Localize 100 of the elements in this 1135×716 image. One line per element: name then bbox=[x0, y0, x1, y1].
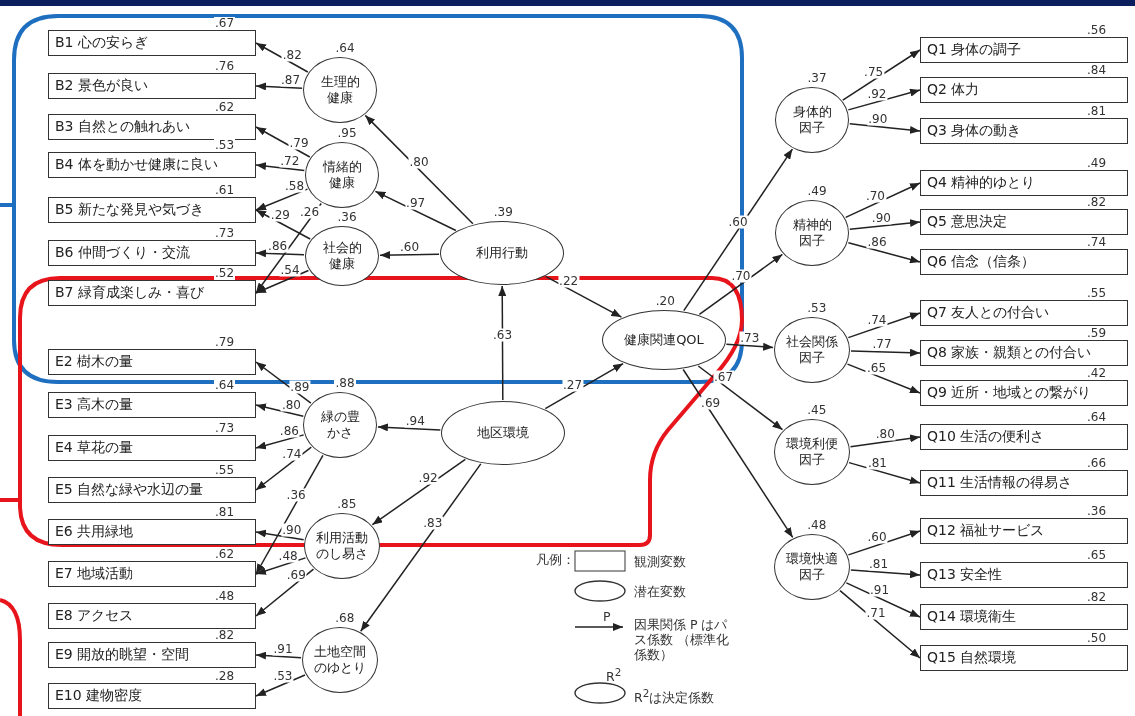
r-squared-value: .95 bbox=[336, 127, 358, 140]
legend-text: R$^{2}$は決定係数 bbox=[634, 686, 715, 706]
r-squared-value: .61 bbox=[214, 184, 236, 197]
r-squared-value: .76 bbox=[214, 60, 236, 73]
legend-text: 因果関係 P はパス係数 （標準化係数） bbox=[634, 617, 730, 662]
arrow bbox=[498, 285, 507, 401]
arrow bbox=[839, 589, 921, 659]
r-squared-value: .73 bbox=[214, 422, 236, 435]
edge-label: .91 bbox=[272, 642, 294, 656]
r-squared-value: .49 bbox=[806, 185, 828, 198]
arrow bbox=[847, 530, 921, 556]
legend-text: 潜在変数 bbox=[634, 584, 686, 599]
edge-label: .94 bbox=[404, 414, 426, 428]
edge-label: .92 bbox=[417, 471, 439, 485]
arrow bbox=[847, 242, 921, 264]
edge-label: .87 bbox=[280, 73, 302, 87]
edge-label: .89 bbox=[289, 380, 311, 394]
latent-variable-ellipse: 環境利便因子 bbox=[774, 419, 850, 485]
latent-variable-ellipse: 生理的健康 bbox=[303, 57, 377, 123]
arrow bbox=[255, 454, 324, 575]
observed-variable-box: Q13 安全性 bbox=[920, 562, 1128, 588]
edge-label: .60 bbox=[727, 215, 749, 229]
edge-label: .81 bbox=[866, 456, 888, 470]
r-squared-value: .67 bbox=[214, 17, 236, 30]
edge-label: .67 bbox=[713, 370, 735, 384]
edge-label: .77 bbox=[871, 337, 893, 351]
edge-label: .26 bbox=[298, 205, 321, 219]
latent-variable-ellipse: 健康関連QOL bbox=[602, 310, 726, 370]
arrow bbox=[544, 362, 624, 410]
observed-variable-box: B7 緑育成楽しみ・喜び bbox=[48, 280, 256, 306]
r-squared-value: .45 bbox=[806, 404, 828, 417]
arrow bbox=[850, 569, 921, 579]
legend-text: 観測変数 bbox=[634, 554, 686, 569]
edge-label: .86 bbox=[278, 424, 300, 438]
r-squared-value: .81 bbox=[1086, 105, 1108, 118]
r-squared-value: .55 bbox=[1086, 287, 1108, 300]
edge-label: .65 bbox=[865, 361, 888, 375]
observed-variable-box: Q9 近所・地域との繋がり bbox=[920, 380, 1128, 406]
r-squared-value: .62 bbox=[214, 548, 236, 561]
arrow bbox=[255, 126, 311, 158]
observed-variable-box: B3 自然との触れあい bbox=[48, 114, 256, 140]
observed-variable-box: Q15 自然環境 bbox=[920, 645, 1128, 671]
observed-variable-box: Q2 体力 bbox=[920, 77, 1128, 103]
ellipse-sample-label: R$^{2}$ bbox=[606, 665, 622, 685]
arrow bbox=[844, 182, 921, 219]
edge-label: .54 bbox=[279, 263, 301, 277]
r-squared-value: .64 bbox=[1086, 411, 1108, 424]
edge-label: .72 bbox=[279, 154, 301, 168]
edge-label: .80 bbox=[280, 398, 302, 412]
arrow-sample-label: P bbox=[603, 609, 611, 624]
arrow bbox=[255, 249, 305, 258]
arrow bbox=[683, 148, 794, 312]
edge-label: .86 bbox=[866, 235, 888, 249]
r-squared-value: .28 bbox=[214, 670, 236, 683]
r-squared-value: .64 bbox=[214, 379, 236, 392]
arrow bbox=[255, 361, 312, 404]
r-squared-value: .73 bbox=[214, 227, 236, 240]
observed-variable-box: E5 自然な緑や水辺の量 bbox=[48, 477, 256, 503]
observed-variable-box: E6 共用緑地 bbox=[48, 519, 256, 545]
arrow bbox=[255, 446, 313, 491]
latent-variable-ellipse: 社会的健康 bbox=[305, 226, 379, 286]
arrow bbox=[255, 188, 309, 211]
r-squared-value: .68 bbox=[334, 612, 356, 625]
observed-variable-box: Q11 生活情報の得易さ bbox=[920, 470, 1128, 496]
arrow bbox=[377, 423, 442, 432]
arrow bbox=[847, 88, 921, 111]
r-squared-value: .81 bbox=[214, 506, 236, 519]
edge-label: .82 bbox=[281, 48, 303, 62]
latent-variable-ellipse: 土地空間のゆとり bbox=[302, 627, 378, 693]
arrow bbox=[359, 463, 482, 632]
observed-variable-box: Q12 福祉サービス bbox=[920, 518, 1128, 544]
edge-label: .86 bbox=[267, 239, 289, 253]
arrow bbox=[846, 363, 921, 394]
arrow bbox=[842, 49, 921, 101]
edge-label: .90 bbox=[867, 112, 889, 126]
observed-variable-box: B2 景色が良い bbox=[48, 73, 256, 99]
r-squared-value: .53 bbox=[806, 302, 828, 315]
r-squared-value: .88 bbox=[334, 377, 356, 390]
edge-label: .80 bbox=[408, 155, 430, 169]
arrow bbox=[850, 348, 921, 357]
edge-label: .70 bbox=[730, 269, 752, 283]
observed-variable-box: B5 新たな発見や気づき bbox=[48, 197, 256, 223]
edge-label: .92 bbox=[866, 87, 888, 101]
r-squared-value: .74 bbox=[1086, 236, 1108, 249]
r-squared-value: .48 bbox=[214, 590, 236, 603]
edge-label: .83 bbox=[422, 516, 444, 530]
observed-variable-box: Q7 友人との付合い bbox=[920, 300, 1128, 326]
edge-label: .53 bbox=[272, 669, 294, 683]
edge-label: .73 bbox=[739, 331, 761, 345]
edge-label: .97 bbox=[405, 196, 427, 210]
r-squared-value: .52 bbox=[214, 267, 236, 280]
arrow bbox=[374, 190, 457, 232]
edge-label: .27 bbox=[562, 378, 584, 392]
r-squared-value: .53 bbox=[214, 139, 236, 152]
r-squared-value: .84 bbox=[1086, 64, 1108, 77]
r-squared-value: .37 bbox=[806, 72, 828, 85]
edge-label: .36 bbox=[285, 488, 307, 502]
arrow bbox=[697, 365, 784, 431]
latent-variable-ellipse: 緑の豊かさ bbox=[303, 392, 377, 458]
observed-variable-box: B6 仲間づくり・交流 bbox=[48, 240, 256, 266]
